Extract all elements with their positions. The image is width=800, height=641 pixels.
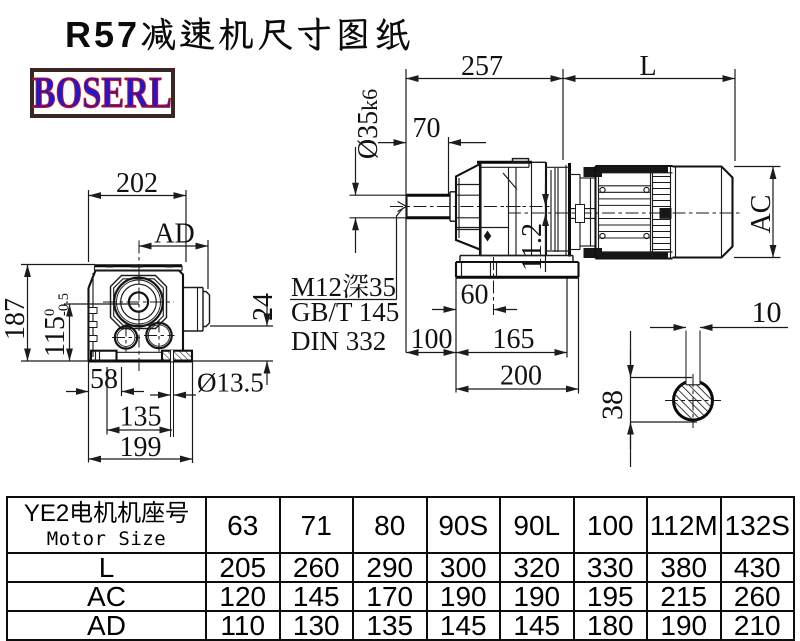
shaft-section-detail: 10 38 [596,296,788,467]
housing-outline [87,264,193,363]
table-cell: 145 [499,610,575,641]
table-cell: 190 [425,581,501,612]
motor [594,164,673,260]
table-cell: 380 [646,552,722,583]
table-cell: 145 [278,581,354,612]
table-cell: 195 [572,581,648,612]
dim-shaft-length: 70 [413,113,441,144]
table-cell: 300 [425,552,501,583]
dim-housing-height: 187 [0,298,31,340]
table-cell: 290 [352,552,428,583]
dim-foot-hole-span: 165 [493,324,535,355]
motor-adapter [569,167,602,258]
dim-shaft-diameter-value: Ø35 [353,111,384,159]
table-cell: 430 [719,552,795,583]
dim-shaft-diameter: Ø35k6 [353,89,384,159]
fan-cowl [672,165,734,259]
frame-size-header: 132S [719,496,795,554]
gear-housing [456,157,571,257]
table-row-label: AD [6,610,207,641]
dim-lip-height: 24 [248,293,279,321]
table-row-label: L [6,552,207,583]
shaft-detail-dimensions: 10 38 [596,296,788,467]
frame-size-header: 90L [499,496,575,554]
table-cell: 170 [352,581,428,612]
table-cell: 260 [719,581,795,612]
table-cell: 190 [499,581,575,612]
frame-size-header: 112M [646,496,722,554]
page-title: R57减速机尺寸图纸 [65,14,414,55]
frame-size-header: 63 [205,496,281,554]
dim-motor-height: AC [746,195,777,234]
lower-bores [112,319,175,352]
dim-gear-length: 257 [461,51,503,82]
dim-housing-width: 202 [116,168,158,199]
dim-front-hole-span: 135 [120,402,162,433]
logo-text: BOSERL [32,68,173,117]
dim-shaft-fit-value: k6 [357,89,382,111]
dim-motor-length: L [639,51,656,82]
dim-axis-offset: 11.2 [517,223,548,271]
table-cell: 215 [646,581,722,612]
table-header-chinese: YE2电机机座号 [23,499,190,527]
dim-foot-hole-offset: 60 [461,280,489,311]
dim-key-width: 10 [752,296,782,329]
table-cell: 135 [352,610,428,641]
note-std-gb: GB/T 145 [291,297,399,327]
table-cell: 110 [205,610,281,641]
table-cell: 180 [572,610,648,641]
svg-text:115: 115 [40,316,71,357]
front-feet [89,349,194,437]
side-view: 257 L 70 Ø35k6 11.2 M12深35 GB/T 145 DIN … [290,51,781,394]
frame-size-header: 100 [572,496,648,554]
svg-text:-0.5: -0.5 [56,293,72,316]
dim-foot-edge: 58 [90,364,118,395]
table-cell: 190 [646,610,722,641]
table-cell: 320 [499,552,575,583]
note-std-din: DIN 332 [291,326,386,356]
side-lip [183,286,211,332]
dim-center-to-side: AD [154,219,194,250]
table-row-label: AC [6,581,207,612]
dim-shaft-to-housing: 100 [411,324,453,355]
table-cell: 205 [205,552,281,583]
motor-ac-dimension: AC [734,165,781,259]
frame-size-header: 80 [352,496,428,554]
note-tap-size: M12深35 [291,272,396,302]
table-cell: 260 [278,552,354,583]
table-cell: 330 [572,552,648,583]
dim-foot-hole-dia: Ø13.5 [197,368,264,398]
svg-text:0: 0 [42,309,58,316]
frame-size-header: 90S [425,496,501,554]
table-cell: 130 [278,610,354,641]
table-header-english: Motor Size [46,527,167,550]
table-cell: 145 [425,610,501,641]
dim-foot-length: 200 [500,361,542,392]
dim-foot-width: 199 [120,432,162,463]
frame-size-header: 71 [278,496,354,554]
table-header-cell: YE2电机机座号 Motor Size [6,496,207,554]
logo-box: BOSERL [30,68,175,118]
gear-foot [454,254,580,315]
table-cell: 120 [205,581,281,612]
side-view-dimensions: 257 L 70 Ø35k6 11.2 M12深35 GB/T 145 DIN … [290,51,736,394]
table-cell: 210 [719,610,795,641]
dim-key-flat: 38 [596,390,629,420]
